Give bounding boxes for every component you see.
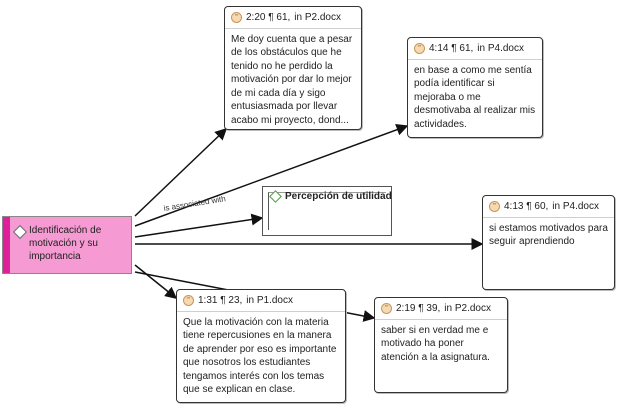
quote-node[interactable]: " 2:19 ¶ 39,in P2.docx saber si en verdad… — [374, 297, 508, 393]
quote-id: 4:13 ¶ 60, — [504, 201, 549, 212]
code-diamond-icon — [12, 224, 28, 240]
quote-doc: in P4.docx — [552, 201, 599, 212]
quote-id: 2:19 ¶ 39, — [396, 303, 441, 314]
quote-node[interactable]: " 2:20 ¶ 61,in P2.docx Me doy cuenta que … — [224, 6, 362, 130]
code-color-bar — [3, 217, 10, 273]
quote-icon: " — [414, 43, 425, 55]
quote-id: 1:31 ¶ 23, — [198, 295, 243, 306]
quote-id: 2:20 ¶ 61, — [246, 12, 291, 23]
quote-doc: in P1.docx — [246, 295, 293, 306]
quote-node[interactable]: " 4:14 ¶ 61,in P4.docx en base a como me … — [407, 37, 543, 138]
code-label: Percepción de utilidad — [285, 191, 392, 202]
quote-doc: in P4.docx — [477, 43, 524, 54]
quote-node[interactable]: " 4:13 ¶ 60,in P4.docx si estamos motivad… — [482, 195, 615, 290]
quote-text: en base a como me sentía podía identific… — [414, 64, 536, 130]
quote-doc: in P2.docx — [294, 12, 341, 23]
code-label: Identificación de motivación y su import… — [29, 225, 102, 262]
quote-doc: in P2.docx — [444, 303, 491, 314]
quote-icon: " — [381, 303, 392, 315]
code-node-perception[interactable]: Percepción de utilidad — [262, 186, 392, 236]
link-to-quote-1 — [134, 127, 228, 217]
quote-text: si estamos motivados para seguir aprendi… — [489, 222, 608, 248]
code-node-motivation[interactable]: Identificación de motivación y su import… — [2, 216, 132, 274]
link-to-secondary-code — [134, 213, 264, 238]
quote-text: Me doy cuenta que a pesar de los obstácu… — [231, 33, 353, 126]
quote-text: Que la motivación con la materia tiene r… — [183, 316, 337, 396]
code-diamond-icon — [269, 190, 282, 203]
quote-icon: " — [489, 201, 500, 213]
quote-text: saber si en verdad me e motivado ha pone… — [381, 324, 490, 363]
link-to-quote-2 — [134, 123, 409, 227]
link-to-quote-4 — [134, 264, 178, 299]
quote-id: 4:14 ¶ 61, — [429, 43, 474, 54]
quote-icon: " — [231, 12, 242, 24]
quote-icon: " — [183, 295, 194, 307]
quote-node[interactable]: " 1:31 ¶ 23,in P1.docx Que la motivación … — [176, 289, 346, 403]
